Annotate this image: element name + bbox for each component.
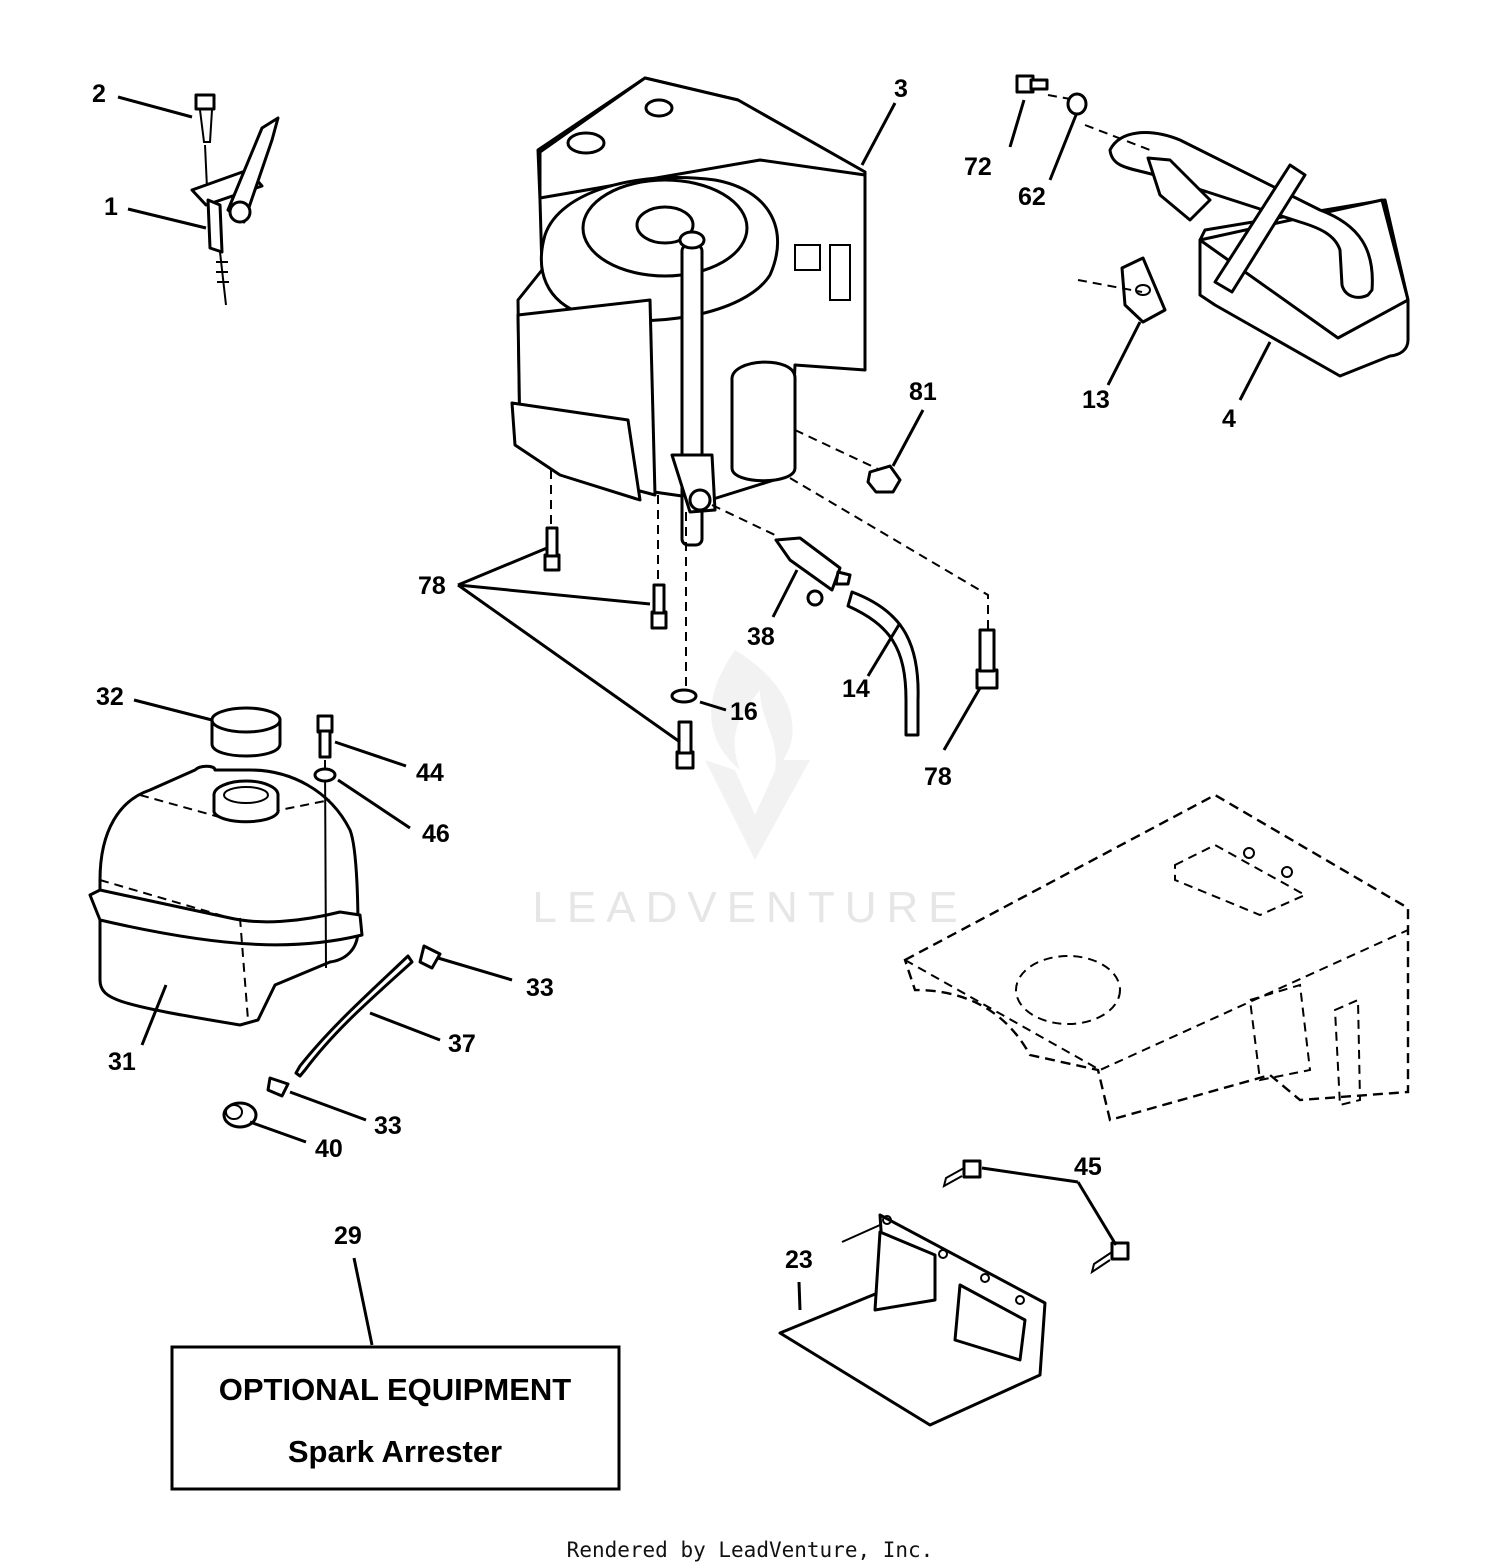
callout-72: 72	[964, 153, 992, 181]
frame-reference	[903, 793, 1410, 1122]
callout-45: 45	[1074, 1153, 1102, 1181]
bolt-45-upper	[942, 1159, 982, 1188]
nut-81	[866, 464, 902, 494]
exhaust-gasket-upper	[1146, 156, 1212, 222]
screw-44	[316, 714, 334, 759]
optional-equipment-item: Spark Arrester	[288, 1434, 502, 1469]
assembly-line-bolt-72	[1084, 124, 1151, 151]
engine	[510, 76, 867, 547]
callout-4: 4	[1222, 405, 1236, 433]
callout-29: 29	[334, 1222, 362, 1250]
tank-bushing	[222, 1101, 258, 1129]
callout-81: 81	[909, 378, 937, 406]
bolt-78-b	[650, 583, 668, 630]
fuel-cap	[210, 706, 282, 758]
callout-44: 44	[416, 759, 444, 787]
washer-46	[313, 767, 337, 783]
callout-40: 40	[315, 1135, 343, 1163]
heat-shield	[778, 1213, 1047, 1427]
callout-62: 62	[1018, 183, 1046, 211]
render-credit: Rendered by LeadVenture, Inc.	[567, 1538, 934, 1562]
callout-33-lower: 33	[374, 1112, 402, 1140]
bolt-45-lower	[1090, 1241, 1130, 1275]
callout-2: 2	[92, 80, 106, 108]
leadventure-logo-icon	[705, 650, 810, 860]
bolt-78-d	[975, 628, 999, 690]
hose-clamp-33-upper	[418, 944, 442, 970]
callout-38: 38	[747, 623, 775, 651]
callout-37: 37	[448, 1030, 476, 1058]
exhaust-gasket-13	[1120, 256, 1167, 324]
assembly-lines-engine	[550, 429, 989, 690]
callout-78-right: 78	[924, 763, 952, 791]
washer-62	[1066, 92, 1088, 116]
assembly-line-screw-44	[324, 759, 327, 969]
callout-23: 23	[785, 1246, 813, 1274]
throttle-control-assembly	[190, 93, 280, 306]
callout-33-upper: 33	[526, 974, 554, 1002]
callout-32: 32	[96, 683, 124, 711]
callout-46: 46	[422, 820, 450, 848]
callout-labels: 2 1 3 72 62 13 4 81 78 38 14 16 78 32 44…	[92, 75, 1236, 1274]
assembly-line-heat-shield	[841, 1224, 881, 1243]
optional-equipment-box: OPTIONAL EQUIPMENT Spark Arrester	[170, 1345, 621, 1491]
callout-13: 13	[1082, 386, 1110, 414]
fuel-tank	[88, 764, 364, 1027]
callout-16: 16	[730, 698, 758, 726]
fuel-line	[846, 590, 920, 737]
callout-31: 31	[108, 1048, 136, 1076]
leader-lines	[117, 95, 1272, 1346]
bolt-72	[1015, 74, 1049, 94]
bolt-78-a	[543, 526, 561, 572]
callout-3: 3	[894, 75, 908, 103]
bolt-78-c	[675, 720, 695, 770]
callout-1: 1	[104, 193, 118, 221]
watermark: LEADVENTURE	[532, 650, 967, 932]
callout-14: 14	[842, 675, 870, 703]
fuel-line-37	[294, 954, 414, 1078]
assembly-line-gasket	[1077, 279, 1143, 293]
washer-16	[670, 688, 698, 704]
optional-equipment-title: OPTIONAL EQUIPMENT	[219, 1372, 572, 1407]
gasket-hole	[1135, 284, 1151, 296]
callout-78-left: 78	[418, 572, 446, 600]
hose-clamp-33-lower	[266, 1076, 290, 1098]
fuel-filter	[774, 536, 852, 607]
watermark-text: LEADVENTURE	[532, 883, 967, 932]
